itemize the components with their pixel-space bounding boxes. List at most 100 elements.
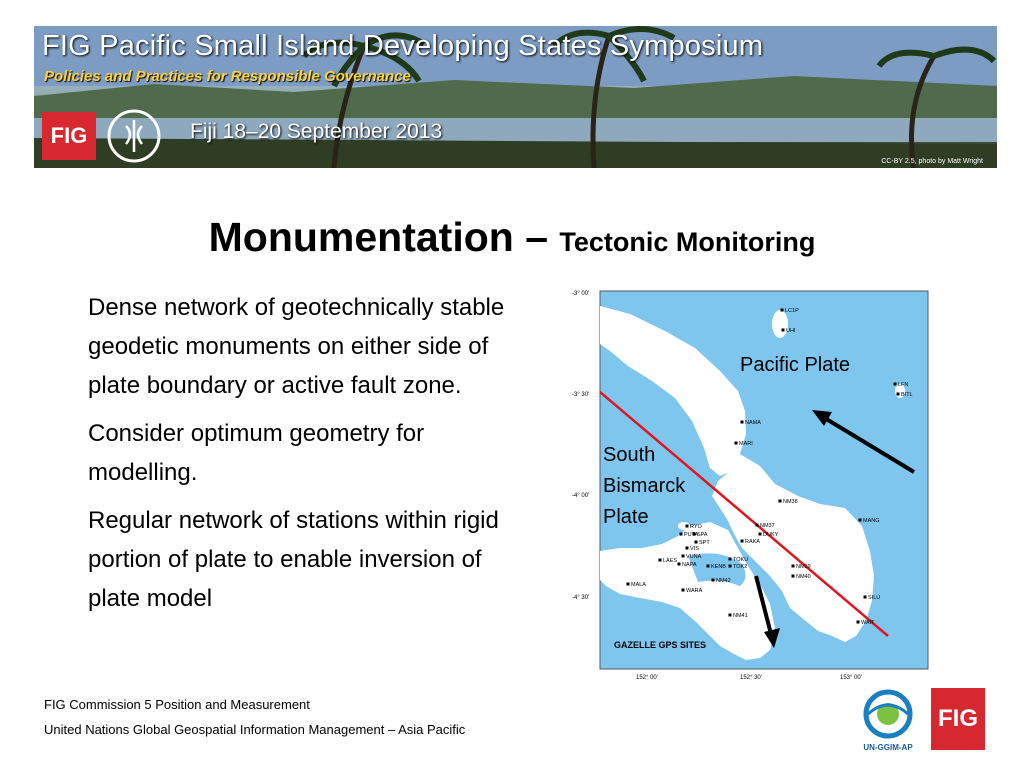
map-figure: -3° 00' -3° 30' -4° 00' -4° 30' 152° 00'… [572, 290, 929, 681]
banner-date: Fiji 18–20 September 2013 [190, 120, 443, 143]
gps-site-label: MALA [631, 582, 646, 588]
island-small [678, 522, 690, 530]
gps-site-label: SPA [697, 532, 708, 538]
footer-line-2: United Nations Global Geospatial Informa… [44, 722, 466, 737]
gps-site-marker [863, 595, 867, 599]
banner-title: FIG Pacific Small Island Developing Stat… [42, 30, 764, 62]
gps-site-marker [791, 574, 795, 578]
gps-site-label: SILU [868, 595, 880, 601]
gps-site-marker [858, 518, 862, 522]
symposium-banner: FIG Pacific Small Island Developing Stat… [34, 26, 997, 168]
gps-site-label: MARI [739, 441, 753, 447]
gps-site-marker [728, 564, 732, 568]
map-caption: GAZELLE GPS SITES [614, 640, 706, 650]
gps-site-marker [778, 499, 782, 503]
bullet-item: Regular network of stations within rigid… [88, 507, 499, 612]
gps-site-marker [734, 441, 738, 445]
gps-site-label: LC1P [785, 308, 799, 314]
gps-site-label: LFN [898, 382, 908, 388]
gps-site-label: RAKA [745, 539, 760, 545]
south-bismarck-label: Bismarck [603, 475, 686, 497]
banner-subtitle: Policies and Practices for Responsible G… [44, 68, 411, 85]
gps-site-label: KENB [711, 564, 726, 570]
fig-logo-footer: FIG [931, 688, 985, 750]
gps-site-marker [728, 557, 732, 561]
gps-site-marker [681, 588, 685, 592]
gazelle-map: -3° 00' -3° 30' -4° 00' -4° 30' 152° 00'… [570, 286, 934, 682]
gps-site-label: LAES [663, 558, 677, 564]
y-tick: -4° 00' [572, 493, 589, 499]
gps-site-label: DUKY [763, 532, 779, 538]
gps-site-marker [896, 392, 900, 396]
gps-site-marker [706, 564, 710, 568]
gps-site-marker [758, 532, 762, 536]
south-bismarck-label: Plate [603, 506, 649, 528]
gps-site-label: WAIT [861, 620, 875, 626]
gps-site-marker [711, 578, 715, 582]
fig-logo: FIG [42, 112, 96, 160]
gps-site-marker [685, 524, 689, 528]
gps-site-marker [681, 554, 685, 558]
bay [688, 553, 746, 586]
y-tick: -4° 30' [572, 595, 589, 601]
gps-site-marker [692, 532, 696, 536]
bismarck-plate-arrow [754, 575, 780, 648]
gps-site-label: VUNA [686, 554, 702, 560]
gps-site-label: BITL [901, 392, 913, 398]
pacific-plate-label: Pacific Plate [740, 354, 850, 376]
gps-site-label: MANG [863, 518, 880, 524]
gps-site-marker [856, 620, 860, 624]
gps-site-label: UHI [786, 328, 796, 334]
gps-site-label: NAMA [745, 420, 761, 426]
south-bismarck-label: South [603, 444, 655, 466]
ungg-label: UN-GGIM-AP [863, 743, 913, 752]
banner-photo [34, 26, 997, 168]
gps-site-marker [658, 558, 662, 562]
photo-credit: CC-BY 2.5, photo by Matt Wright [881, 158, 983, 165]
gps-site-marker [626, 582, 630, 586]
land-gazelle [712, 454, 874, 642]
slide-title: Monumentation – Tectonic Monitoring [0, 214, 1024, 261]
bullet-item: Dense network of geotechnically stable g… [88, 294, 505, 399]
gps-site-marker [740, 539, 744, 543]
gps-site-marker [893, 382, 897, 386]
gps-site-marker [791, 564, 795, 568]
gps-site-label: NM42 [716, 578, 731, 584]
gps-site-marker [685, 546, 689, 550]
x-tick: 152° 00' [636, 675, 658, 681]
slide-title-sub: Tectonic Monitoring [559, 227, 816, 257]
gps-site-label: NM40 [796, 574, 811, 580]
land-western-lobe [600, 522, 775, 660]
bullet-item: Consider optimum geometry for modelling. [88, 420, 425, 486]
island-small [738, 521, 746, 527]
gps-site-marker [780, 308, 784, 312]
gps-site-label: SPT [699, 540, 710, 546]
gps-site-label: TOK2 [733, 564, 747, 570]
gps-site-label: NAPA [682, 562, 697, 568]
plate-boundary-line [599, 391, 889, 637]
gps-site-label: TOKU [733, 557, 748, 563]
gps-site-marker [781, 328, 785, 332]
gps-site-marker [740, 420, 744, 424]
gps-site-marker [679, 532, 683, 536]
bullet-list: Dense network of geotechnically stable g… [88, 288, 538, 627]
un-ggim-ap-logo: UN-GGIM-AP [863, 689, 913, 752]
gps-site-label: NM38 [783, 499, 798, 505]
gps-site-label: RYO [690, 524, 703, 530]
footer-line-1: FIG Commission 5 Position and Measuremen… [44, 697, 310, 712]
land-northern-arm [600, 306, 746, 476]
gps-site-label: NM39 [796, 564, 811, 570]
gps-site-label: NM37 [760, 523, 775, 529]
gps-site-label: WARA [686, 588, 703, 594]
fao-logo [107, 109, 161, 163]
gps-site-marker [677, 562, 681, 566]
gps-site-marker [728, 613, 732, 617]
x-tick: 152° 30' [740, 675, 762, 681]
gps-site-label: NM41 [733, 613, 748, 619]
pacific-plate-arrow [812, 410, 916, 474]
gps-site-marker [694, 540, 698, 544]
gps-site-label: PUTA [684, 532, 699, 538]
slide-title-main: Monumentation – [208, 214, 560, 260]
y-tick: -3° 00' [572, 291, 589, 297]
